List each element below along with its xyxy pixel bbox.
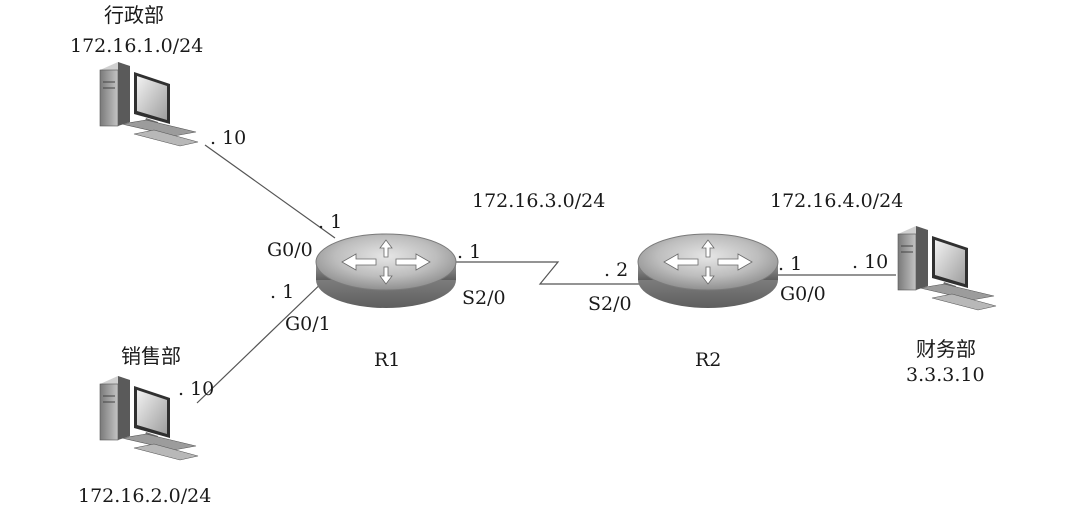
finance-address: 3.3.3.10 [906, 364, 985, 386]
wan-subnet: 172.16.3.0/24 [472, 190, 605, 212]
sales-dept-name: 销售部 [121, 344, 181, 368]
link-admin-r1 [204, 144, 336, 239]
router-icon [315, 233, 457, 309]
finance-dept-name: 财务部 [916, 337, 976, 361]
admin-host-ip: . 10 [210, 127, 246, 149]
r2-g00-ip: . 1 [778, 253, 802, 275]
r2-s20-ip: . 2 [604, 259, 628, 281]
r2-name: R2 [695, 349, 721, 371]
sales-subnet: 172.16.2.0/24 [78, 485, 211, 507]
r1-g00-ip: . 1 [318, 211, 342, 233]
finance-host-ip: . 10 [852, 251, 888, 273]
r2-g00-port: G0/0 [780, 283, 826, 305]
admin-subnet: 172.16.1.0/24 [70, 35, 203, 57]
r1-g01-port: G0/1 [285, 313, 331, 335]
sales-host-ip: . 10 [178, 378, 214, 400]
link-sales-r1 [196, 274, 331, 404]
link-r1-r2-serial [452, 261, 640, 285]
r2-lan-subnet: 172.16.4.0/24 [770, 190, 903, 212]
admin-dept-name: 行政部 [104, 3, 164, 27]
pc-icon [897, 225, 997, 311]
r1-name: R1 [374, 349, 400, 371]
r2-s20-port: S2/0 [588, 293, 632, 315]
r1-g00-port: G0/0 [267, 239, 313, 261]
r1-g01-ip: . 1 [270, 281, 294, 303]
links [196, 144, 896, 404]
r1-s20-ip: . 1 [457, 241, 481, 263]
pc-icon [99, 61, 199, 147]
r1-s20-port: S2/0 [462, 287, 506, 309]
router-icon [637, 233, 779, 309]
